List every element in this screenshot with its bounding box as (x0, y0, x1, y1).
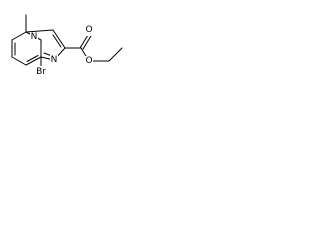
bond-n4-c3 (25, 29, 54, 33)
bond-c3-c2-double (52, 34, 62, 48)
bridge-nitrogen-label: N (31, 32, 38, 42)
bond-n4-c5 (11, 31, 27, 41)
bond-ch2-ch3 (108, 47, 123, 62)
bond-c3-c2 (52, 29, 66, 49)
bond-c7-c8-double (26, 55, 39, 62)
ring-nitrogen-label-bg (50, 55, 58, 66)
bromine-label-bg (33, 66, 49, 77)
carbonyl-oxygen-label: O (85, 25, 92, 35)
bromine-label: Br (36, 67, 46, 77)
bridge-nitrogen-label-bg (30, 32, 38, 43)
atom-labels: Br N N O O (30, 25, 93, 77)
ester-oxygen-label-bg (85, 56, 93, 67)
ester-oxygen-label: O (85, 56, 92, 66)
bond-c7-c8 (25, 56, 42, 66)
bond-carbonyl-o-double-b (82, 35, 92, 50)
chemical-structure: Br N N O O (11, 14, 123, 77)
carbonyl-oxygen-label-bg (85, 25, 93, 36)
bond-carbonyl-o-double-a (79, 34, 89, 49)
bonds (11, 14, 123, 69)
ring-nitrogen-label: N (51, 55, 58, 65)
bond-c6-c7 (11, 56, 27, 66)
